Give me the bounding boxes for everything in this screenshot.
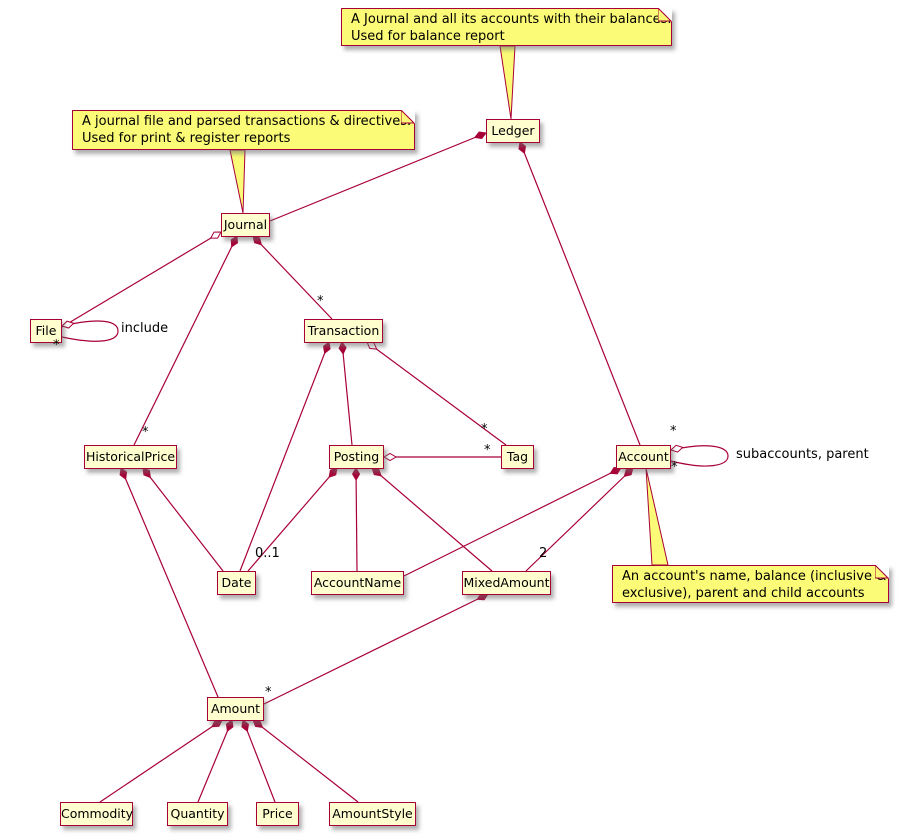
class-accountname: AccountName [311, 571, 404, 595]
note-journal-line1: A journal file and parsed transactions &… [82, 114, 412, 129]
edge-posting-accountname [351, 467, 361, 572]
edge-posting-mixedamount [371, 467, 493, 572]
mult-account-mixedamount: 2 [539, 546, 548, 561]
edge-amount-amountstyle [252, 719, 359, 803]
mult-file-self: * [53, 338, 60, 353]
note-fold-icon [658, 8, 672, 22]
edge-historicalprice-amount [119, 467, 219, 698]
note-journal-line2: Used for print & register reports [82, 131, 291, 146]
edge-transaction-date [239, 341, 331, 572]
edge-journal-transaction [252, 235, 333, 320]
mult-posting-tag: * [484, 443, 491, 458]
class-historicalprice: HistoricalPrice [84, 445, 177, 469]
edge-transaction-tag [366, 341, 507, 446]
edge-ledger-account [518, 141, 641, 446]
edge-account-mixedamount [525, 467, 634, 572]
class-price: Price [256, 802, 299, 826]
mult-posting-date: 0..1 [255, 546, 280, 561]
class-mixedamount: MixedAmount [462, 571, 551, 595]
note-account-line1: An account's name, balance (inclusive & [622, 569, 887, 584]
edge-amount-quantity [197, 719, 234, 803]
edge-mixedamount-amount [263, 592, 489, 705]
edge-ledger-journal [269, 131, 487, 222]
note-connector-account [645, 467, 669, 566]
mult-journal-historicalprice: * [142, 425, 149, 440]
note-ledger: A Journal and all its accounts with thei… [341, 8, 672, 46]
mult-transaction-tag: * [481, 422, 488, 437]
class-quantity: Quantity [167, 802, 228, 826]
note-account-line2: exclusive), parent and child accounts [622, 586, 865, 601]
class-posting: Posting [329, 445, 384, 469]
class-account: Account [616, 445, 671, 469]
class-tag: Tag [501, 445, 534, 469]
edge-amount-commodity [99, 719, 223, 803]
class-transaction: Transaction [304, 319, 383, 343]
edge-account-accountname [403, 467, 622, 577]
edge-amount-price [241, 719, 276, 803]
class-journal: Journal [221, 213, 270, 237]
mult-journal-transaction: * [317, 294, 324, 309]
label-subaccounts-parent: subaccounts, parent [736, 447, 869, 462]
note-account: An account's name, balance (inclusive & … [612, 565, 889, 603]
note-fold-icon [401, 110, 415, 124]
edge-journal-file [61, 231, 222, 328]
mult-ledger-account: * [670, 424, 677, 439]
edge-account-subaccounts-self-loop [670, 444, 729, 467]
edge-journal-historicalprice [133, 235, 239, 446]
note-fold-icon [875, 565, 889, 579]
note-ledger-line2: Used for balance report [351, 29, 505, 44]
edge-historicalprice-date [142, 467, 224, 572]
edge-posting-date [247, 467, 338, 572]
note-journal: A journal file and parsed transactions &… [72, 110, 415, 150]
note-ledger-line1: A Journal and all its accounts with thei… [351, 12, 672, 27]
class-amountstyle: AmountStyle [329, 802, 416, 826]
class-file: File [30, 319, 62, 343]
class-ledger: Ledger [486, 119, 540, 143]
edge-file-include-self-loop [61, 320, 119, 342]
mult-mixedamount-amount: * [265, 685, 272, 700]
mult-account-self: * [671, 460, 678, 475]
note-connector-ledger [499, 45, 516, 120]
label-include: include [121, 321, 169, 336]
class-amount: Amount [207, 697, 264, 721]
class-date: Date [217, 571, 256, 595]
edge-transaction-posting [338, 341, 353, 446]
note-connector-journal [229, 149, 246, 214]
class-commodity: Commodity [60, 802, 133, 826]
